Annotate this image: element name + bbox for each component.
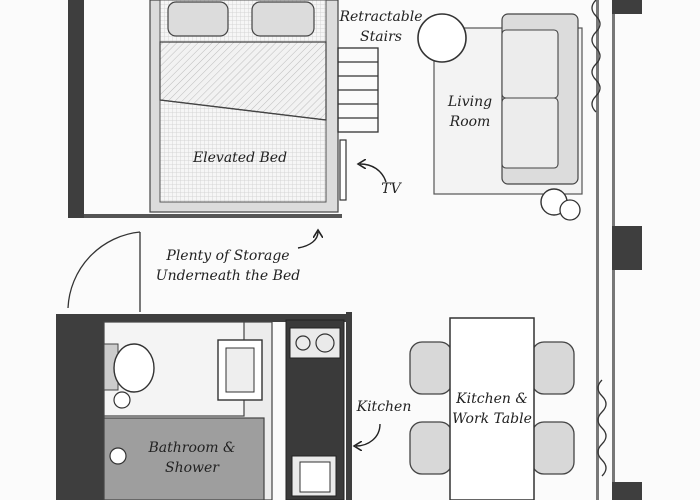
pillow-left xyxy=(167,1,229,37)
chair-3 xyxy=(531,341,575,395)
curtain-bottom xyxy=(597,379,607,477)
kitchen-arrow xyxy=(356,423,381,446)
label-tv: TV xyxy=(381,181,402,197)
label-kitchen-table-2: Work Table xyxy=(452,411,532,427)
bed-platform-edge xyxy=(84,214,342,218)
label-kitchen-table-1: Kitchen & xyxy=(455,391,528,407)
sofa-cushion-2 xyxy=(501,97,559,169)
label-shower: Shower xyxy=(165,460,220,476)
curtain-top xyxy=(591,0,601,113)
kitchen-right-wall xyxy=(346,312,352,500)
label-bathroom: Bathroom & xyxy=(147,440,235,456)
sofa-cushion-1 xyxy=(501,29,559,99)
column-top xyxy=(612,0,642,14)
curtains xyxy=(591,0,607,477)
annotation-arrows xyxy=(297,164,387,446)
label-elevated-bed: Elevated Bed xyxy=(192,150,287,166)
entry-door xyxy=(67,231,141,312)
label-living: Living xyxy=(447,94,492,110)
column-bottom xyxy=(612,482,642,500)
chair-4 xyxy=(531,421,575,475)
stove xyxy=(289,327,341,359)
window-line xyxy=(596,0,599,500)
tv xyxy=(339,139,347,201)
label-storage-1: Plenty of Storage xyxy=(165,248,289,264)
table-top xyxy=(449,317,535,500)
retractable-stairs xyxy=(337,47,379,133)
elevated-bed xyxy=(149,0,339,213)
pillow-right xyxy=(251,1,315,37)
kitchen-counter xyxy=(285,319,345,500)
lamp xyxy=(559,199,581,221)
living-room xyxy=(417,13,583,221)
label-kitchen: Kitchen xyxy=(356,399,412,415)
label-storage-2: Underneath the Bed xyxy=(156,268,300,284)
bathroom-top-wall xyxy=(106,314,346,322)
labels: Retractable Stairs Living Room Elevated … xyxy=(147,9,531,476)
tv-arrow xyxy=(360,164,387,183)
walls xyxy=(56,0,642,500)
toilet xyxy=(113,343,155,393)
column-middle xyxy=(612,226,642,270)
storage-arrow xyxy=(297,232,318,249)
left-wall-upper xyxy=(68,0,84,218)
shower xyxy=(103,417,265,500)
chair-2 xyxy=(409,421,453,475)
coffee-table xyxy=(417,13,467,63)
label-retractable: Retractable xyxy=(338,9,422,25)
left-wall-lower xyxy=(56,314,106,500)
label-stairs: Stairs xyxy=(360,29,402,45)
chair-1 xyxy=(409,341,453,395)
kitchen-table xyxy=(409,317,575,500)
label-room: Room xyxy=(449,114,491,130)
bathroom xyxy=(103,321,273,500)
